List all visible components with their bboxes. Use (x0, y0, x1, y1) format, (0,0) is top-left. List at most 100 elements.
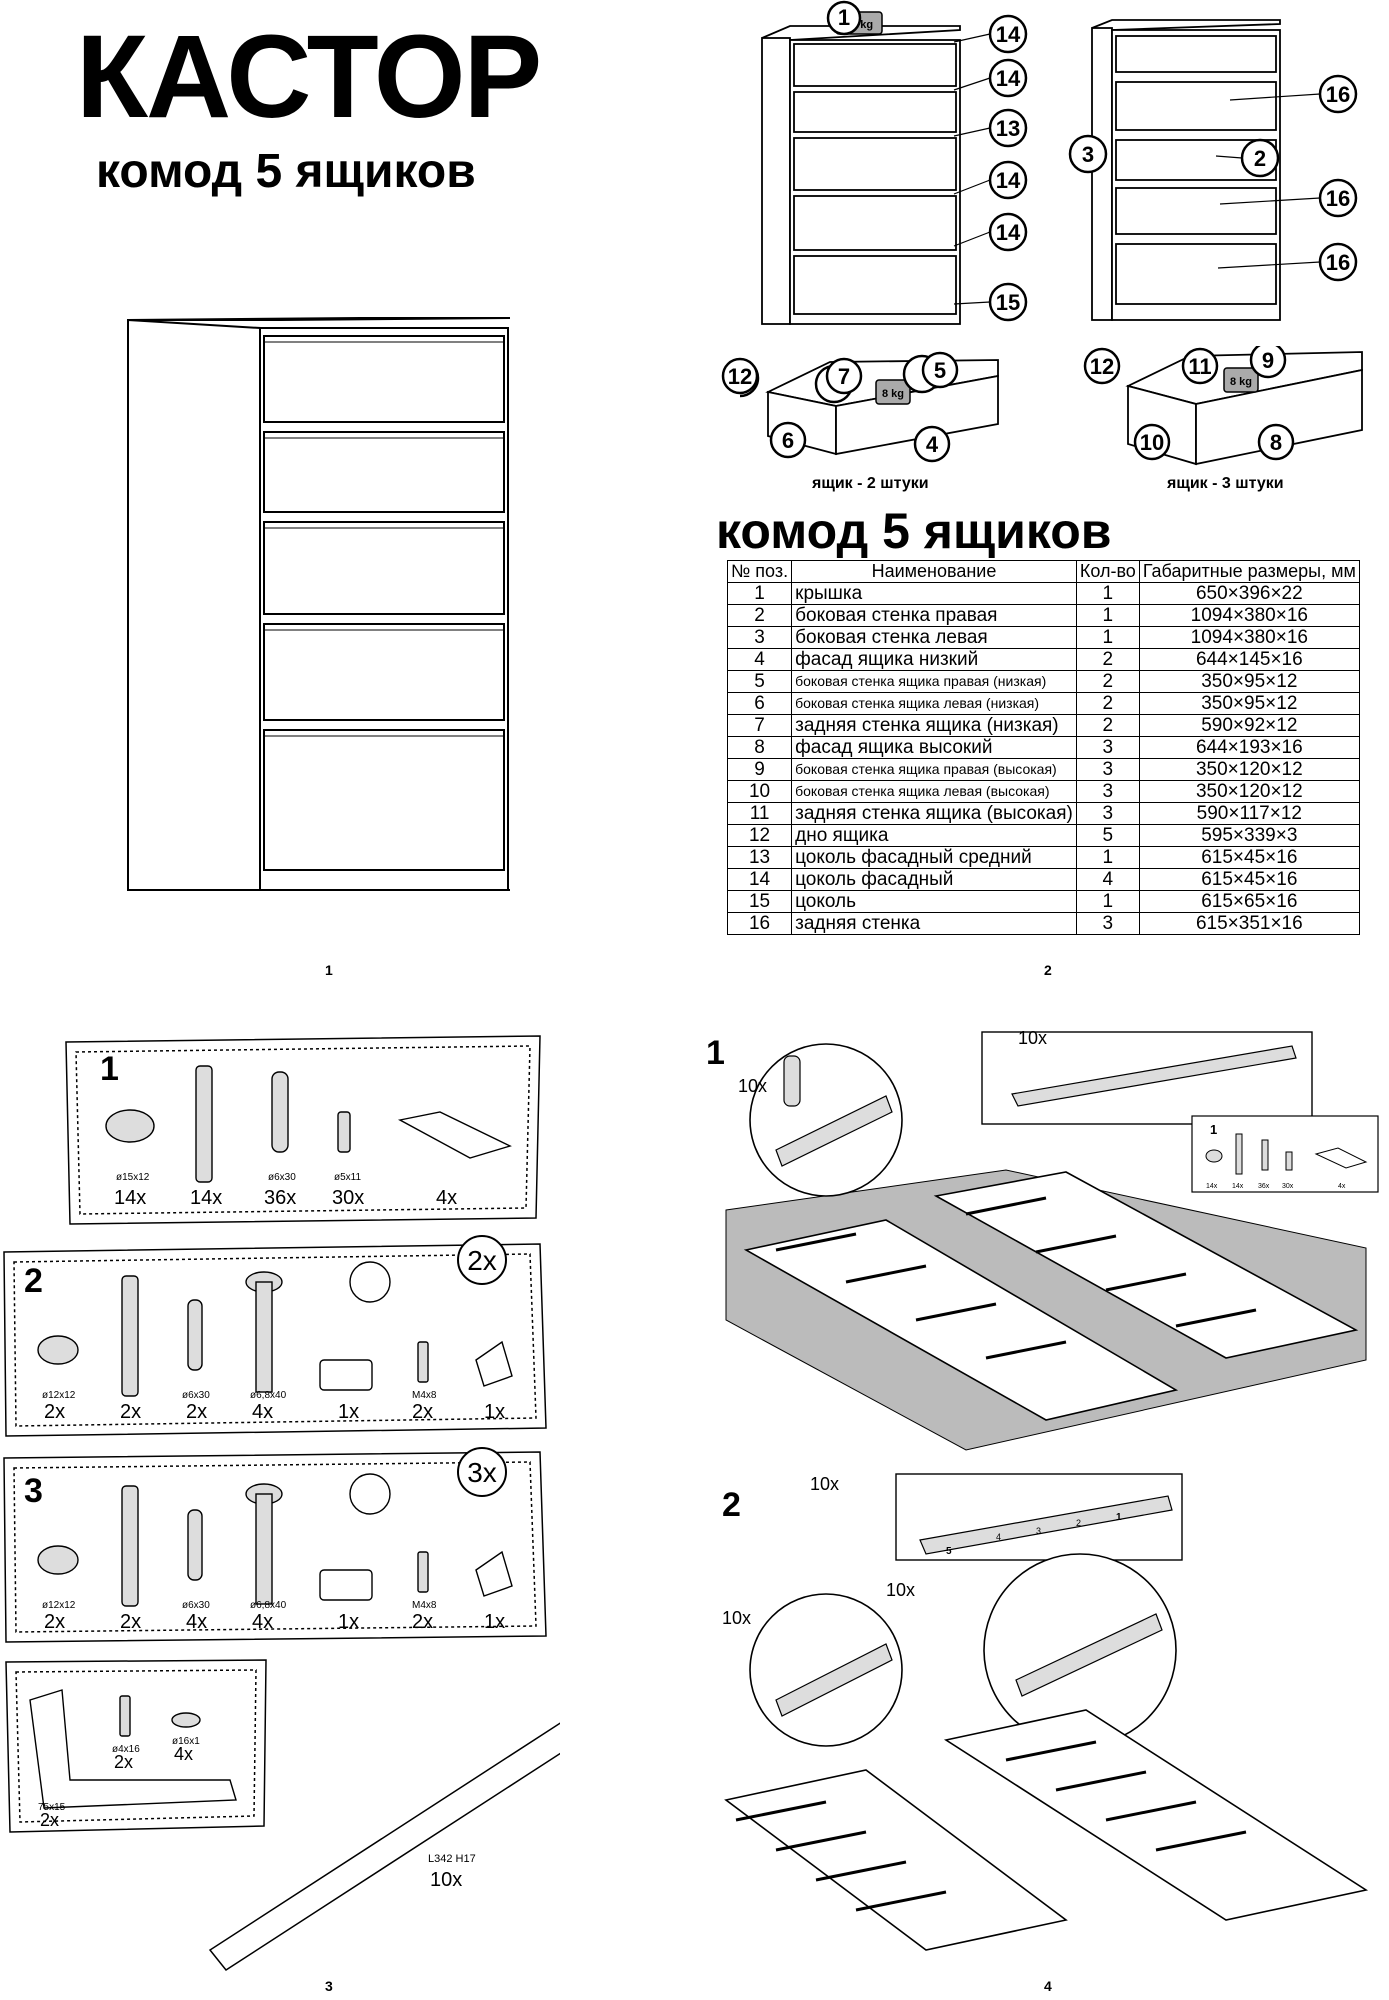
hardware-qty: 1x (484, 1611, 505, 1633)
hardware-qty: 14x (114, 1187, 146, 1209)
part-number: 1 (726, 582, 793, 605)
part-name: боковая стенка правая (791, 604, 1077, 627)
rail-size: L342 H17 (428, 1853, 476, 1865)
callout-label: 2 (1254, 146, 1266, 171)
part-name: боковая стенка ящика правая (низкая) (791, 670, 1077, 693)
column-header: Наименование (791, 560, 1077, 583)
mini-box-number: 1 (1210, 1122, 1217, 1137)
part-number: 16 (726, 912, 793, 935)
column-header: Габаритные размеры, мм (1138, 560, 1360, 583)
mini-box-qty: 14x (1232, 1183, 1244, 1190)
hardware-illustration: 1 2 3 2x 3x ø15x12 14x 14x ø6x30 36x ø5x… (3, 1035, 560, 1971)
page-subtitle: комод 5 ящиков (96, 145, 476, 198)
hardware-size: ø6,8x40 (250, 1390, 287, 1401)
hardware-size: 75x15 (38, 1802, 66, 1813)
callout-label: 16 (1326, 186, 1350, 211)
hardware-qty: 1x (484, 1401, 505, 1423)
part-name: фасад ящика высокий (791, 736, 1077, 759)
part-name: цоколь (791, 890, 1077, 913)
part-qty: 1 (1075, 604, 1140, 627)
part-number: 15 (726, 890, 793, 913)
part-number: 12 (726, 824, 793, 847)
hardware-qty: 36x (264, 1187, 296, 1209)
part-number: 11 (726, 802, 793, 825)
part-qty: 3 (1075, 758, 1140, 781)
page-number: 1 (325, 962, 333, 978)
assembly-steps: 1 10x 10x 1 14x 14x 36x 30x 4x 2 10x 10x… (706, 1028, 1379, 1951)
hardware-box-number: 3 (24, 1472, 43, 1510)
hardware-qty: 2x (120, 1611, 141, 1633)
part-dimensions: 350×120×12 (1138, 780, 1360, 803)
hardware-qty: 30x (332, 1187, 364, 1209)
part-dimensions: 644×145×16 (1138, 648, 1360, 671)
hardware-size: ø6x30 (182, 1600, 210, 1611)
weight-drawer-label: 8 kg (882, 388, 904, 400)
part-dimensions: 615×45×16 (1138, 846, 1360, 869)
part-qty: 2 (1075, 648, 1140, 671)
hardware-qty: 2x (120, 1401, 141, 1423)
callout-label: 1 (838, 5, 850, 30)
hardware-qty: 2x (186, 1401, 207, 1423)
step-qty: 10x (886, 1580, 915, 1600)
parts-table: № поз. Наименование Кол-во Габаритные ра… (726, 560, 1360, 935)
callout-label: 14 (996, 22, 1021, 47)
hardware-size: ø6x30 (182, 1390, 210, 1401)
callout-label: 12 (1090, 354, 1114, 379)
weight-drawer-label: 8 kg (1230, 376, 1252, 388)
part-name: боковая стенка ящика левая (высокая) (791, 780, 1077, 803)
hardware-qty: 14x (190, 1187, 222, 1209)
step-number: 1 (706, 1034, 725, 1072)
hardware-qty: 4x (186, 1611, 207, 1633)
part-name: задняя стенка ящика (высокая) (791, 802, 1077, 825)
part-dimensions: 644×193×16 (1138, 736, 1360, 759)
column-header: № поз. (726, 560, 793, 583)
mini-box-qty: 14x (1206, 1183, 1218, 1190)
hardware-box-number: 1 (100, 1050, 119, 1088)
rail-mark: 3 (1036, 1526, 1041, 1536)
callout-label: 10 (1140, 430, 1164, 455)
callout-label: 14 (996, 168, 1021, 193)
callout-label: 12 (728, 364, 752, 389)
rail-mark: 5 (946, 1546, 952, 1557)
page-number: 2 (1044, 962, 1052, 978)
part-qty: 1 (1075, 890, 1140, 913)
part-name: цоколь фасадный (791, 868, 1077, 891)
part-dimensions: 650×396×22 (1138, 582, 1360, 605)
part-qty: 2 (1075, 670, 1140, 693)
part-name: задняя стенка (791, 912, 1077, 935)
hardware-qty: 2x (412, 1401, 433, 1423)
column-header: Кол-во (1075, 560, 1140, 583)
hardware-size: ø4x16 (112, 1744, 140, 1755)
hardware-qty: 1x (338, 1401, 359, 1423)
mini-box-qty: 4x (1338, 1183, 1346, 1190)
part-qty: 4 (1075, 868, 1140, 891)
part-name: боковая стенка ящика правая (высокая) (791, 758, 1077, 781)
mini-box-qty: 30x (1282, 1183, 1294, 1190)
dresser-illustration (127, 317, 511, 891)
part-number: 3 (726, 626, 793, 649)
hardware-box-multiplier: 3x (467, 1457, 497, 1488)
callout-label: 16 (1326, 82, 1350, 107)
part-name: фасад ящика низкий (791, 648, 1077, 671)
step-qty: 10x (810, 1474, 839, 1494)
hardware-size: ø6x30 (268, 1172, 296, 1183)
drawer-high-caption: ящик - 3 штуки (1166, 475, 1284, 492)
spec-title: комод 5 ящиков (716, 503, 1112, 559)
hardware-size: ø5x11 (334, 1172, 361, 1183)
callout-label: 3 (1082, 142, 1094, 167)
drawer-low-caption: ящик - 2 штуки (811, 475, 929, 492)
drawer-callouts: 12 7 5 6 4 12 11 9 10 8 ящик - 2 штуки я… (721, 346, 1295, 492)
part-dimensions: 615×45×16 (1138, 868, 1360, 891)
part-qty: 1 (1075, 582, 1140, 605)
